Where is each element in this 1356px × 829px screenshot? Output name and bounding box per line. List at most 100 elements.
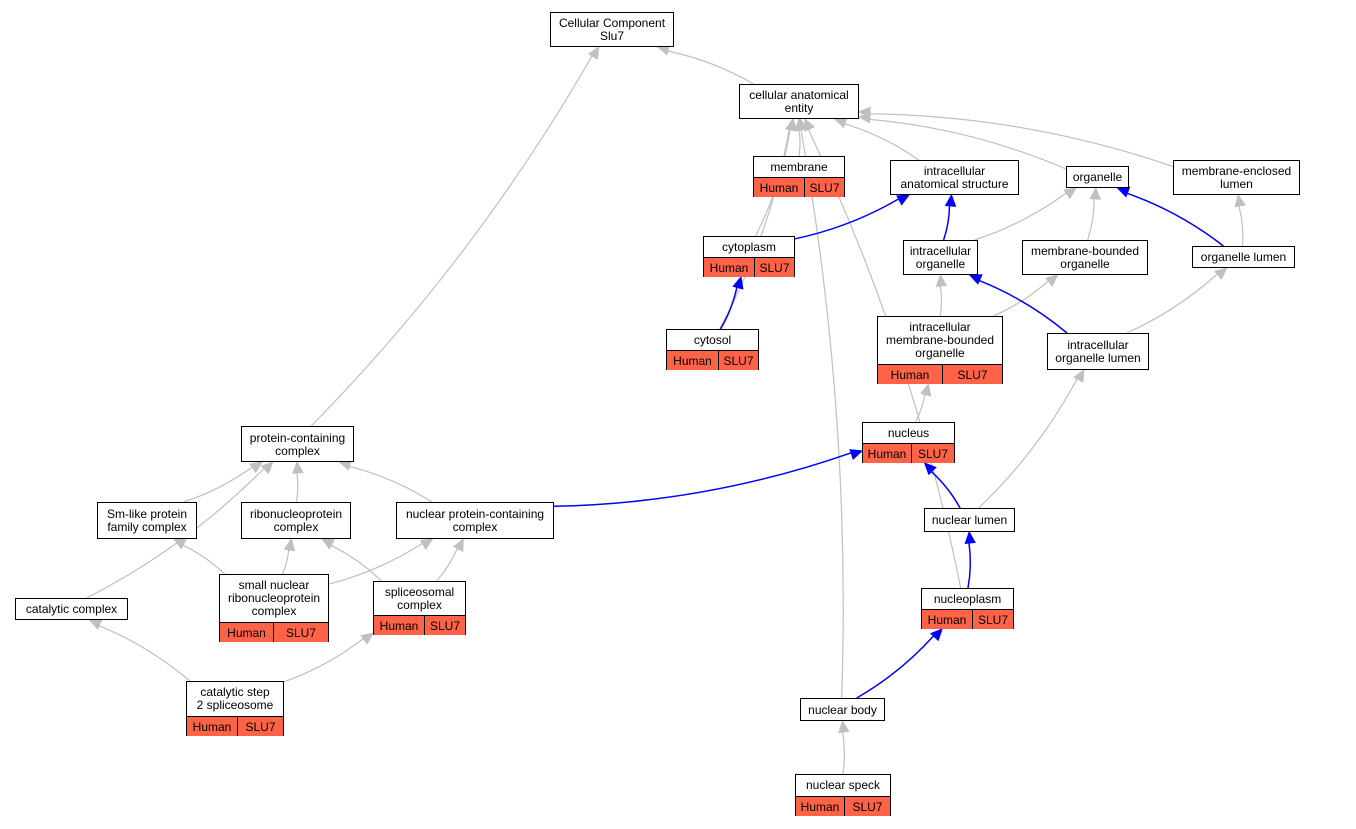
node-imbo[interactable]: intracellular membrane-bounded organelle… <box>877 316 1003 384</box>
annotation-species: Human <box>922 610 972 629</box>
edge-io-to-ias <box>942 205 951 241</box>
arrowhead-nl-to-nucleus <box>923 462 937 476</box>
annotation-gene: SLU7 <box>718 351 758 370</box>
arrowhead-imbo-to-mbo <box>1045 274 1059 287</box>
arrowhead-smlike-to-pcc <box>249 461 264 474</box>
arrowhead-nbody-to-nucleoplasm <box>929 628 943 642</box>
edge-nl-to-nucleus <box>930 471 961 509</box>
annotation-species: Human <box>374 616 424 635</box>
node-label: nucleoplasm <box>933 591 1002 606</box>
arrowhead-mbo-to-organelle <box>1089 186 1101 200</box>
arrowhead-nucleoplasm-to-nl <box>964 530 976 544</box>
annotation-species: Human <box>863 444 911 463</box>
node-mel[interactable]: membrane-enclosed lumen <box>1173 160 1300 195</box>
node-io[interactable]: intracellular organelle <box>903 240 978 275</box>
node-ol[interactable]: organelle lumen <box>1192 246 1295 268</box>
node-label: membrane <box>770 159 828 174</box>
node-mbo[interactable]: membrane-bounded organelle <box>1022 240 1148 275</box>
annotation-species: Human <box>704 258 754 277</box>
node-label: protein-containing complex <box>249 430 346 458</box>
arrowhead-nucleoplasm-to-cae <box>804 117 815 132</box>
node-label: organelle <box>1072 170 1123 184</box>
node-label: nuclear protein-containing complex <box>405 507 545 534</box>
edge-membrane-to-cae <box>798 129 801 157</box>
annotation-species: Human <box>187 717 237 736</box>
node-label: nucleus <box>887 425 930 440</box>
node-iol[interactable]: intracellular organelle lumen <box>1047 333 1149 370</box>
node-nl[interactable]: nuclear lumen <box>924 508 1015 532</box>
edge-nbody-to-nucleoplasm <box>856 635 935 699</box>
arrowhead-ias-to-cae <box>833 117 848 129</box>
node-root[interactable]: Cellular Component Slu7 <box>550 12 674 47</box>
node-organelle[interactable]: organelle <box>1066 166 1129 188</box>
edge-snrnp-to-smlike <box>182 544 226 575</box>
node-smlike[interactable]: Sm-like protein family complex <box>97 502 197 539</box>
annotation-species: Human <box>667 351 718 370</box>
node-pcc[interactable]: protein-containing complex <box>241 426 354 462</box>
node-label: intracellular membrane-bounded organelle <box>885 320 995 360</box>
arrowhead-nspeck-to-nbody <box>838 719 850 734</box>
arrowhead-cytosol-to-cytoplasm <box>732 275 744 290</box>
node-label: spliceosomal complex <box>384 584 455 612</box>
node-ias[interactable]: intracellular anatomical structure <box>890 160 1019 195</box>
arrowhead-iol-to-io <box>968 274 983 285</box>
edge-cae-to-root <box>667 50 754 85</box>
arrowhead-npcc-to-nucleus <box>849 449 864 460</box>
edge-pcc-to-root <box>310 55 593 427</box>
arrowhead-spliceo-to-npcc <box>452 537 464 552</box>
edge-nucleoplasm-to-nl <box>967 542 972 589</box>
arrowhead-iol-to-ol <box>1214 267 1228 280</box>
annotation-gene: SLU7 <box>273 623 328 642</box>
annotation-gene: SLU7 <box>844 797 890 816</box>
annotation-species: Human <box>220 623 273 642</box>
edge-mel-to-cae <box>869 113 1174 168</box>
node-cae[interactable]: cellular anatomical entity <box>739 84 859 119</box>
edge-nucleus-to-imbo <box>914 394 926 423</box>
arrowhead-spliceo-to-rnp <box>321 538 336 550</box>
node-catalytic[interactable]: catalytic complex <box>15 598 128 620</box>
arrowhead-io-to-ias <box>944 193 957 207</box>
edge-npcc-to-nucleus <box>553 452 852 508</box>
node-label: catalytic step 2 spliceosome <box>196 685 274 712</box>
node-label: intracellular organelle <box>909 244 972 271</box>
annotation-species: Human <box>878 365 942 384</box>
node-label: catalytic complex <box>25 602 118 616</box>
node-label: intracellular organelle lumen <box>1055 338 1141 365</box>
arrowhead-io-to-organelle <box>1063 187 1077 200</box>
node-npcc[interactable]: nuclear protein-containing complex <box>396 502 554 539</box>
arrowhead-cytoplasm-to-ias <box>896 194 911 206</box>
arrowhead-snrnp-to-rnp <box>283 537 296 552</box>
node-label: intracellular anatomical structure <box>900 164 1009 191</box>
node-label: small nuclear ribonucleoprotein complex <box>227 578 321 618</box>
node-nbody[interactable]: nuclear body <box>800 698 885 721</box>
edge-organelle-to-cae <box>869 118 1067 170</box>
node-label: cytosol <box>693 332 732 347</box>
edge-snrnp-to-npcc <box>328 542 423 585</box>
arrowhead-snrnp-to-npcc <box>419 538 434 550</box>
node-label: Sm-like protein family complex <box>106 507 188 534</box>
annotation-gene: SLU7 <box>804 178 844 197</box>
annotation-species: Human <box>754 178 804 197</box>
edge-ol-to-mel <box>1238 205 1244 247</box>
arrowhead-pcc-to-root <box>587 45 600 60</box>
node-rnp[interactable]: ribonucleoprotein complex <box>241 502 351 539</box>
annotation-gene: SLU7 <box>942 365 1002 384</box>
edge-iol-to-io <box>979 279 1068 334</box>
